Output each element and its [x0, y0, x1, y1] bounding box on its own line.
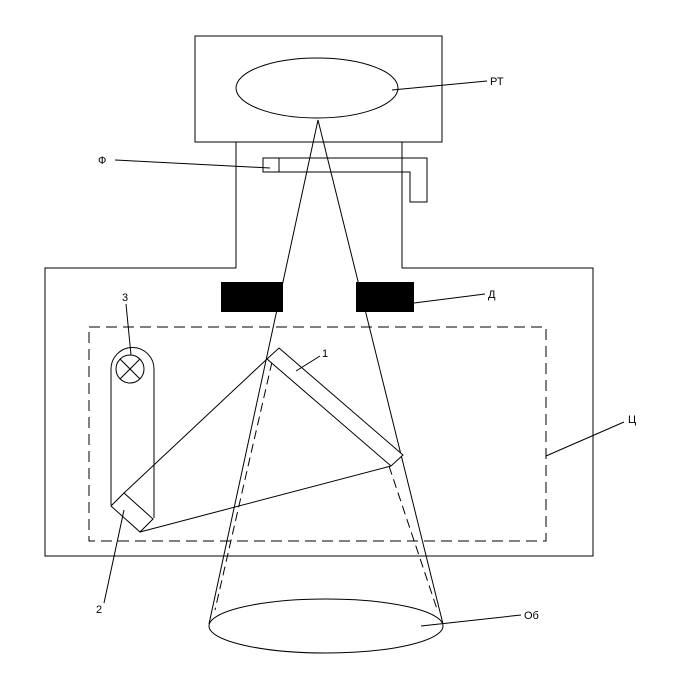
label-3: 3	[122, 292, 128, 304]
beam-mirror1-to-mirror2-upper	[123, 358, 268, 494]
leader-3	[125, 303, 132, 356]
beam-mirror1-to-mirror2-lower	[139, 465, 392, 533]
cone-left-edge	[208, 119, 319, 625]
objective-lens-ellipse	[208, 598, 444, 654]
leader-ts	[545, 421, 625, 457]
top-lens-ellipse	[235, 57, 399, 119]
leader-ob	[420, 614, 522, 627]
label-1: 1	[322, 348, 328, 360]
lamp-cross-2	[119, 358, 141, 380]
leader-f	[114, 159, 271, 169]
rotating-unit-dashed	[88, 326, 547, 542]
label-2: 2	[96, 604, 102, 616]
label-ts: Ц	[628, 414, 636, 426]
diaphragm-left-block	[221, 282, 283, 312]
leader-1	[295, 355, 321, 372]
label-d: Д	[488, 289, 496, 301]
main-body-outline	[44, 267, 594, 557]
label-rt: РТ	[490, 76, 504, 88]
leader-d	[413, 293, 486, 304]
cone-right-edge	[317, 119, 444, 625]
label-ob: Об	[524, 610, 539, 622]
cone-right-dashed	[388, 465, 439, 613]
diaphragm-right-block	[356, 282, 414, 312]
mirror-2	[110, 492, 154, 533]
top-housing	[194, 35, 443, 143]
label-f: Ф	[98, 155, 106, 167]
leader-rt	[391, 80, 488, 91]
leader-2	[103, 509, 125, 604]
lamp-tube-top	[110, 347, 155, 370]
mirror-1	[266, 347, 404, 467]
cone-left-dashed	[214, 361, 273, 611]
neck-outline	[235, 142, 403, 268]
filter-slider	[262, 157, 428, 203]
